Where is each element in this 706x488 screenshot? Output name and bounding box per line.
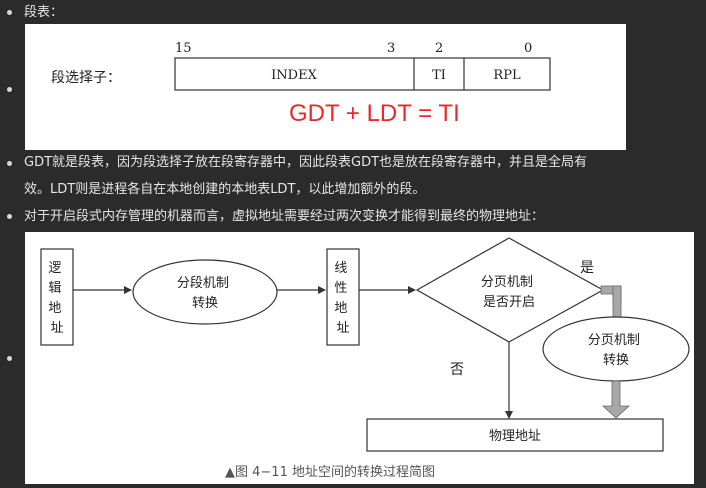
bullet-text-address-translation: 对于开启段式内存管理的机器而言，虚拟地址需要经过两次变换才能得到最终的物理地址： xyxy=(24,209,545,224)
selector-label: 段选择子： xyxy=(51,70,121,86)
bit-0-label: 0 xyxy=(524,41,532,56)
yes-label: 是 xyxy=(580,260,594,276)
linear-address-char: 线 性 地 址 xyxy=(334,261,351,336)
field-ti: TI xyxy=(432,68,446,83)
bullet-text-gdt-line2: 效。LDT则是进程各自在本地创建的本地表LDT，以此增加额外的段。 xyxy=(24,182,426,197)
bit-3-label: 3 xyxy=(387,41,395,56)
formula-text: GDT + LDT = TI xyxy=(289,100,460,127)
no-label: 否 xyxy=(450,362,464,378)
bullet-text-segment-table: 段表： xyxy=(24,5,64,20)
bullet-text-gdt-line1: GDT就是段表，因为段选择子放在段寄存器中，因此段表GDT也是放在段寄存器中，并… xyxy=(24,155,588,170)
bullet-dot xyxy=(7,214,12,219)
field-rpl: RPL xyxy=(493,68,521,83)
field-index: INDEX xyxy=(271,68,317,83)
paging-ellipse xyxy=(542,316,690,382)
flow-image-panel: 逻 辑 地 址 分段机制 转换 线 性 地 址 分页机制 是否开启 xyxy=(25,232,694,484)
bullet-dot xyxy=(7,356,12,361)
segmentation-label: 分段机制 转换 xyxy=(177,276,233,311)
selector-diagram: 15 3 2 0 段选择子： INDEX TI RPL GDT + LDT = … xyxy=(51,41,551,127)
logical-address-char: 逻 辑 地 址 xyxy=(48,261,65,336)
bit-15-label: 15 xyxy=(175,41,192,56)
selector-box xyxy=(174,57,551,91)
bullet-dot xyxy=(7,10,12,15)
bullet-dot xyxy=(7,87,12,92)
bullet-dot xyxy=(7,161,12,166)
linear-address-box xyxy=(326,248,360,346)
segmentation-ellipse xyxy=(132,259,278,325)
logical-address-box xyxy=(40,248,74,346)
paging-label: 分页机制 转换 xyxy=(588,333,644,368)
figure-caption: ▲图 4−11 地址空间的转换过程简图 xyxy=(225,464,435,480)
arrow-paging-to-physical xyxy=(601,380,631,419)
physical-address-label: 物理地址 xyxy=(489,429,541,444)
bit-2-label: 2 xyxy=(435,41,443,56)
selector-image-panel: 15 3 2 0 段选择子： INDEX TI RPL GDT + LDT = … xyxy=(25,24,626,150)
address-translation-flowchart: 逻 辑 地 址 分段机制 转换 线 性 地 址 分页机制 是否开启 xyxy=(40,237,690,480)
physical-address-box xyxy=(366,418,664,452)
paging-enabled-label: 分页机制 是否开启 xyxy=(481,275,537,310)
